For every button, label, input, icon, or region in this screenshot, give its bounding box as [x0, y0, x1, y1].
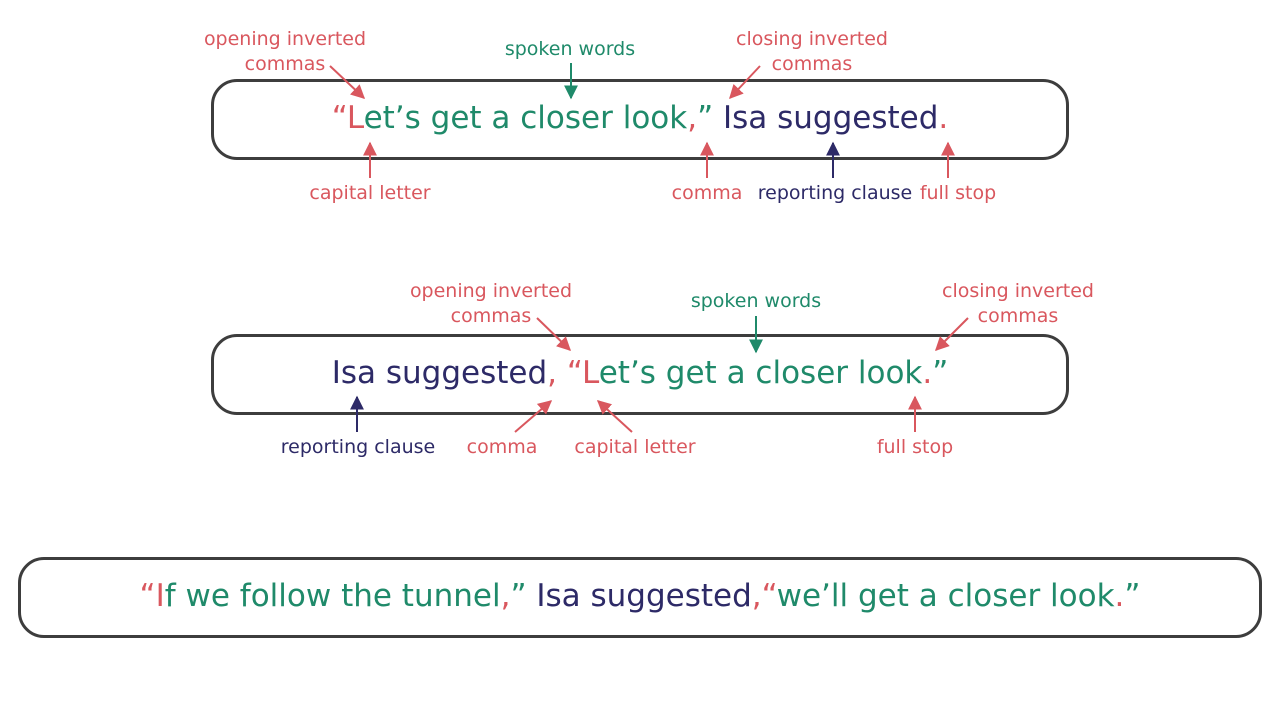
label-full-stop: full stop — [876, 436, 954, 458]
label-comma: comma — [671, 182, 743, 204]
label-reporting-clause: reporting clause — [280, 436, 436, 458]
arrow-closing-inverted-commas — [935, 317, 969, 351]
example-1-sentence: “Let’s get a closer look,” Isa suggested… — [0, 100, 1280, 136]
opening-inverted-commas-2: “ — [761, 578, 777, 614]
capital-letter: I — [155, 578, 165, 614]
full-stop: . — [922, 355, 933, 391]
comma-2: , — [751, 578, 762, 614]
label-spoken-words: spoken words — [504, 38, 636, 60]
opening-inverted-commas: “ — [331, 100, 347, 136]
reporting-clause: Isa suggested — [526, 578, 752, 614]
arrow-comma — [514, 400, 553, 433]
closing-inverted-commas: ” — [697, 100, 714, 136]
label-comma: comma — [466, 436, 538, 458]
label-capital-letter: capital letter — [309, 182, 431, 204]
arrow-capital-letter — [596, 400, 633, 433]
closing-inverted-commas: ” — [932, 355, 949, 391]
example-3-box — [18, 557, 1262, 638]
opening-inverted-commas: “ — [557, 355, 582, 391]
full-stop: . — [1114, 578, 1125, 614]
spoken-words-2: we’ll get a closer look — [776, 578, 1115, 614]
comma: , — [687, 100, 698, 136]
arrow-opening-inverted-commas — [329, 65, 366, 99]
arrow-opening-inverted-commas — [536, 317, 572, 351]
opening-inverted-commas: “ — [139, 578, 156, 614]
comma-1: , — [500, 578, 511, 614]
example-2-sentence: Isa suggested, “Let’s get a closer look.… — [0, 355, 1280, 391]
closing-inverted-commas-1: ” — [510, 578, 527, 614]
arrow-closing-inverted-commas — [729, 65, 761, 100]
reporting-clause: Isa suggested — [713, 100, 939, 136]
label-capital-letter: capital letter — [574, 436, 696, 458]
example-2-box — [211, 334, 1069, 415]
spoken-words-1: f we follow the tunnel — [164, 578, 501, 614]
capital-letter: L — [581, 355, 599, 391]
reporting-clause: Isa suggested — [331, 355, 548, 391]
closing-inverted-commas-2: ” — [1124, 578, 1141, 614]
label-spoken-words: spoken words — [690, 290, 822, 312]
capital-letter: L — [346, 100, 364, 136]
label-full-stop: full stop — [919, 182, 997, 204]
label-reporting-clause: reporting clause — [757, 182, 913, 204]
example-3-sentence: “If we follow the tunnel,” Isa suggested… — [0, 578, 1280, 614]
spoken-words: et’s get a closer look — [598, 355, 923, 391]
full-stop: . — [938, 100, 949, 136]
comma: , — [547, 355, 558, 391]
spoken-words: et’s get a closer look — [363, 100, 688, 136]
